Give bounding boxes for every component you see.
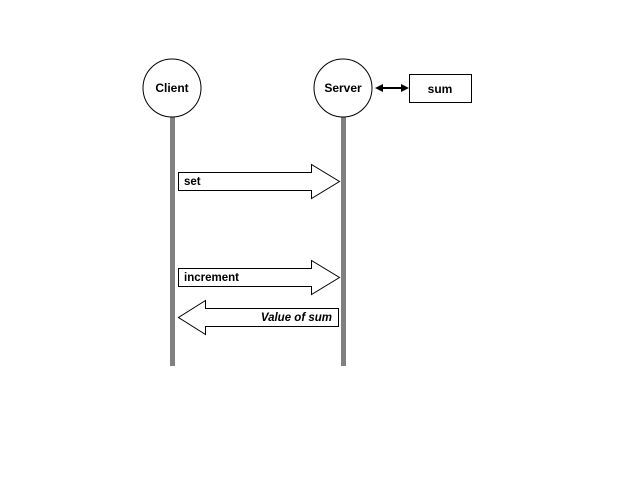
- right-arrowhead-icon: [401, 84, 409, 92]
- client-circle: [142, 58, 202, 118]
- server-sum-connector: [375, 84, 409, 92]
- message-set: set: [178, 163, 341, 200]
- right-block-arrow-icon: [178, 163, 341, 200]
- client-participant: Client: [142, 58, 202, 118]
- message-increment: increment: [178, 259, 341, 296]
- server-circle: [313, 58, 373, 118]
- server-lifeline: [341, 116, 346, 366]
- client-label: Client: [155, 81, 188, 95]
- message-value-of-sum: Value of sum: [177, 299, 339, 336]
- right-block-arrow-icon: [178, 259, 341, 296]
- client-lifeline: [170, 116, 175, 366]
- server-label: Server: [324, 81, 362, 95]
- message-value-of-sum-label: Value of sum: [261, 312, 332, 324]
- left-arrowhead-icon: [375, 84, 383, 92]
- message-increment-label: increment: [184, 272, 239, 284]
- server-participant: Server: [313, 58, 373, 118]
- sum-box: [409, 74, 472, 103]
- sum-label: sum: [428, 82, 453, 96]
- message-set-label: set: [184, 176, 201, 188]
- sum-state-box: sum: [409, 74, 472, 103]
- left-block-arrow-icon: [177, 299, 339, 336]
